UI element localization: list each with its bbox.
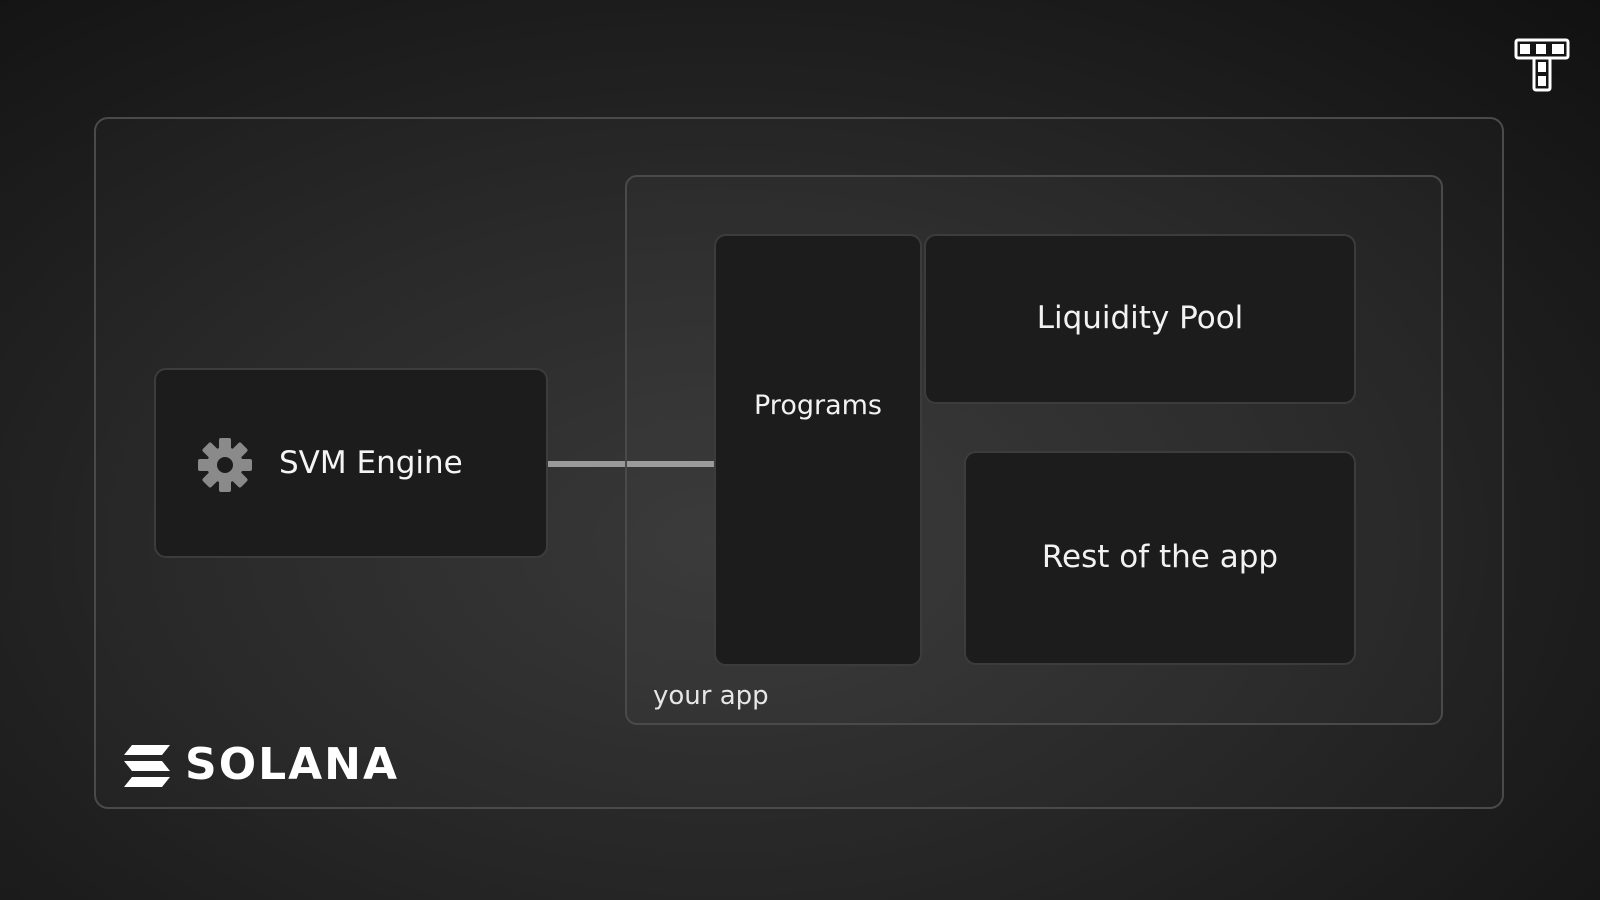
- gear-icon: [198, 438, 252, 492]
- liquidity-pool-box: [924, 234, 1356, 404]
- t-block-logo-icon: [1514, 38, 1570, 92]
- outer-frame: [94, 117, 1504, 809]
- solana-wordmark: SOLANA: [185, 739, 400, 790]
- rest-of-app-box: [964, 451, 1356, 665]
- your-app-label: your app: [653, 681, 769, 711]
- your-app-frame: [625, 175, 1443, 725]
- programs-box: [714, 234, 922, 666]
- rest-of-app-label: Rest of the app: [1041, 539, 1279, 575]
- programs-label: Programs: [754, 390, 882, 421]
- svm-engine-label: SVM Engine: [279, 445, 463, 481]
- liquidity-pool-label: Liquidity Pool: [1036, 300, 1244, 336]
- solana-logo-icon: [124, 745, 170, 787]
